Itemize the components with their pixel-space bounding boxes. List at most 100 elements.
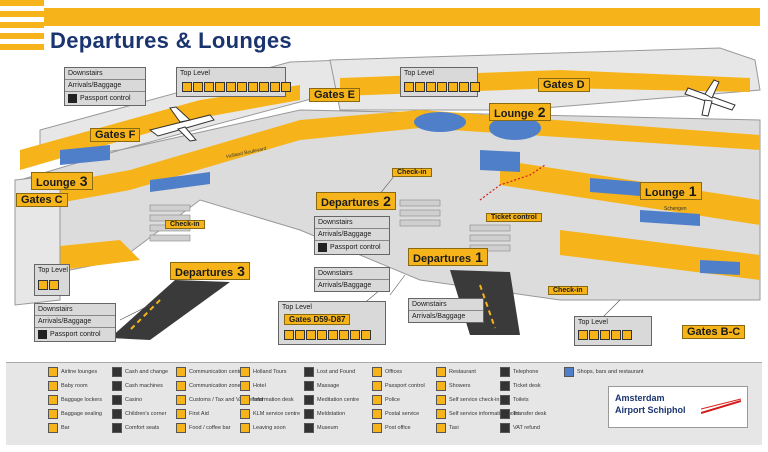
legend-icon — [240, 367, 250, 377]
legend-icon — [112, 423, 122, 433]
legend-item: Postal service — [372, 409, 419, 419]
downstairs-label: Downstairs — [318, 219, 353, 226]
legend-icon — [48, 409, 58, 419]
legend-item: Casino — [112, 395, 142, 405]
legend-icon — [372, 367, 382, 377]
gates-f-label: Gates F — [90, 128, 141, 142]
legend-item: Food / coffee bar — [176, 423, 230, 433]
legend-item: Airline lounges — [48, 367, 97, 377]
legend-item: Meditation centre — [304, 395, 359, 405]
facility-icons — [38, 280, 59, 290]
legend-item: Museum — [304, 423, 338, 433]
legend-icon — [436, 367, 446, 377]
info-box-right: Downstairs Arrivals/Baggage — [408, 298, 484, 323]
facility-icons — [578, 330, 632, 340]
legend-icon — [112, 381, 122, 391]
legend-item: Hotel — [240, 381, 266, 391]
legend-item: Baby room — [48, 381, 88, 391]
legend-icon — [500, 409, 510, 419]
downstairs-label: Downstairs — [68, 70, 103, 77]
legend-icon — [500, 381, 510, 391]
legend-icon — [240, 423, 250, 433]
legend-icon — [436, 423, 446, 433]
legend-item: Post office — [372, 423, 411, 433]
legend-item: First Aid — [176, 409, 209, 419]
downstairs-label: Downstairs — [38, 306, 73, 313]
legend-item: Showers — [436, 381, 470, 391]
legend-icon — [240, 409, 250, 419]
passport-row: Passport control — [315, 240, 389, 254]
ramp-markings — [129, 299, 161, 331]
legend-icon — [176, 409, 186, 419]
legend-item: Restaurant — [436, 367, 476, 377]
shop-area — [150, 172, 210, 192]
legend-icon — [436, 395, 446, 405]
gates-e-label: Gates E — [309, 88, 360, 102]
ramp-west — [110, 280, 230, 340]
corner-stripes — [0, 0, 44, 66]
legend-icon — [176, 395, 186, 405]
legend-icon — [48, 367, 58, 377]
legend-item: Holland Tours — [240, 367, 287, 377]
gates-d59-d87-label: Gates D59-D87 — [284, 314, 351, 325]
shop-area — [590, 178, 640, 196]
legend-icon — [372, 381, 382, 391]
gates-d-label: Gates D — [538, 78, 590, 92]
legend-icon — [372, 423, 382, 433]
shop-area — [700, 260, 740, 275]
legend-item: Telephone — [500, 367, 538, 377]
airplane-icon — [148, 106, 215, 142]
main-corridor — [20, 110, 760, 210]
check-in-callout: Check-in — [548, 286, 588, 295]
gates-bc-label: Gates B-C — [682, 325, 746, 339]
page-title: Departures & Lounges — [50, 28, 292, 53]
legend-icon — [564, 367, 574, 377]
legend-icon — [48, 423, 58, 433]
legend-item: Self service information point — [436, 409, 520, 419]
legend-icon — [240, 381, 250, 391]
legend-item: Taxi — [436, 423, 459, 433]
legend-item: VAT refund — [500, 423, 540, 433]
passport-icon — [38, 330, 47, 339]
legend-icon — [304, 409, 314, 419]
legend-item: Baggage lockers — [48, 395, 102, 405]
legend-icon — [436, 409, 446, 419]
legend-item: KLM service centre — [240, 409, 300, 419]
legend-icon — [112, 367, 122, 377]
legend-item: Meldstation — [304, 409, 345, 419]
legend-item: Comfort seats — [112, 423, 159, 433]
transfer-route — [479, 164, 546, 201]
facility-icons — [404, 82, 480, 92]
legend-icon — [372, 395, 382, 405]
shop-area — [480, 150, 520, 172]
ticket-control-callout: Ticket control — [486, 213, 542, 222]
legend-icon — [304, 423, 314, 433]
info-box-sw: Downstairs Arrivals/Baggage Passport con… — [34, 303, 116, 342]
legend-item: Passport control — [372, 381, 425, 391]
legend-icon — [176, 367, 186, 377]
info-box-mid: Downstairs Arrivals/Baggage Passport con… — [314, 216, 390, 255]
arrivals-label: Arrivals/Baggage — [409, 310, 483, 322]
shop-area — [640, 210, 700, 226]
logo-stripes-icon — [701, 398, 741, 414]
legend-item: Ticket desk — [500, 381, 541, 391]
legend-item: Children's corner — [112, 409, 166, 419]
legend-icon — [304, 367, 314, 377]
legend-icon — [48, 381, 58, 391]
legend-item: Self service check-in — [436, 395, 499, 405]
info-box-mid2: Downstairs Arrivals/Baggage — [314, 267, 390, 292]
check-in-callout: Check-in — [392, 168, 432, 177]
legend-icon — [112, 409, 122, 419]
passport-row: Passport control — [35, 327, 115, 341]
legend-icon — [176, 381, 186, 391]
legend-item: Massage — [304, 381, 339, 391]
arrivals-label: Arrivals/Baggage — [65, 79, 145, 91]
check-in-callout: Check-in — [165, 220, 205, 229]
legend-icon — [304, 395, 314, 405]
shop-area — [60, 145, 110, 165]
legend-item: Information desk — [240, 395, 294, 405]
